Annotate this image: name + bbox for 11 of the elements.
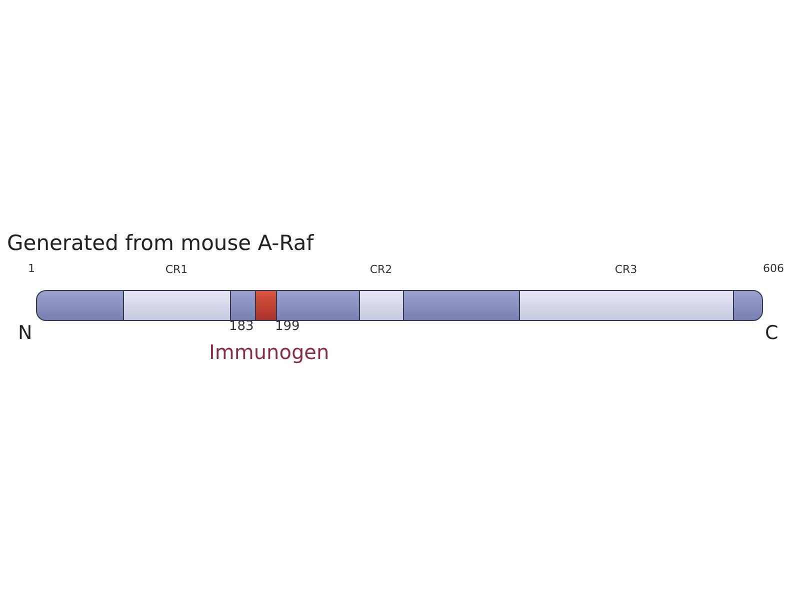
domain-label: CR2	[370, 262, 392, 278]
diagram-title: Generated from mouse A-Raf	[7, 230, 314, 257]
terminus-label: N	[18, 324, 32, 343]
residue-number: 183	[229, 320, 254, 333]
residue-number: 606	[763, 263, 784, 274]
region-label: Immunogen	[209, 342, 330, 362]
domain-label: CR3	[614, 262, 638, 278]
domain-label: CR1	[165, 262, 188, 278]
residue-number: 199	[275, 320, 300, 333]
residue-number: 1	[28, 263, 35, 274]
terminus-label: C	[765, 324, 778, 343]
